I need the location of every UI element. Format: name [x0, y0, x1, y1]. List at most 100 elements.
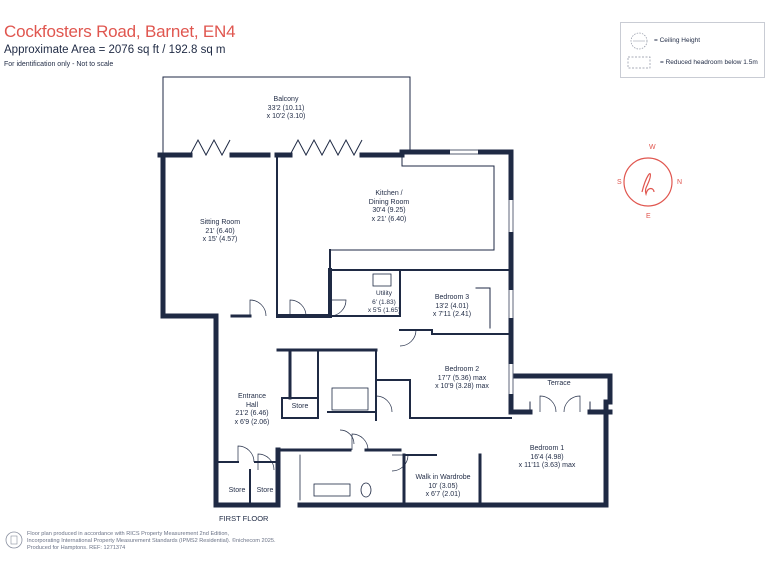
balcony-dim2: x 10'2 (3.10) [266, 113, 306, 120]
sitting-room-south-west-wall [160, 267, 219, 319]
door-sitting-b [289, 299, 307, 317]
entrance-hall-dim2: x 6'9 (2.06) [234, 418, 270, 426]
utility-name: Utility [376, 290, 392, 297]
utility-west-wall [276, 268, 332, 318]
entrance-hall-name2: Hall [245, 401, 259, 409]
utility-appliance [372, 273, 392, 287]
door-terrace-b [563, 395, 581, 413]
compass-s: S [617, 179, 622, 186]
ceiling-height-icon [630, 32, 648, 50]
compass-w: W [649, 144, 656, 151]
bedroom1-dim2: x 11'11 (3.63) max [518, 462, 576, 469]
bedroom3-wardrobe [475, 287, 491, 329]
door-bath [375, 395, 393, 413]
kitchen-dim2: x 21' (6.40) [371, 215, 407, 223]
bifold-left [189, 138, 231, 157]
bedroom2-name: Bedroom 2 [444, 366, 480, 373]
bedroom3-name: Bedroom 3 [434, 294, 470, 301]
toilet [360, 482, 372, 498]
bedroom1-dim1: 16'4 (4.98) [530, 453, 564, 461]
door-ensuite [351, 433, 369, 451]
kitchen-name1: Kitchen / [375, 190, 403, 197]
footer-credits: Floor plan produced in accordance with R… [27, 531, 276, 553]
compass-n: N [677, 179, 682, 186]
wc-west-wall [276, 348, 292, 400]
door-sitting [249, 299, 267, 317]
room-bedroom3: Bedroom 3 13'2 (4.01) x 7'11 (2.41) [433, 294, 471, 320]
room-kitchen: Kitchen / Dining Room 30'4 (9.25) x 21' … [369, 190, 409, 224]
bedroom2-dim1: 17'7 (5.36) max [437, 374, 487, 382]
sitting-room-name: Sitting Room [199, 219, 241, 226]
vanity [313, 483, 351, 497]
bedroom2-south-wall [409, 379, 512, 419]
room-bedroom1: Bedroom 1 16'4 (4.98) x 11'11 (3.63) max [519, 445, 576, 471]
bedroom1-name: Bedroom 1 [529, 445, 565, 452]
bedroom2-dim2: x 10'9 (3.28) max [435, 383, 489, 390]
walk-in-wardrobe-name: Walk in Wardrobe [415, 474, 471, 481]
kitchen-dim1: 30'4 (9.25) [372, 207, 406, 214]
bifold-right [289, 138, 363, 157]
door-hall [339, 429, 355, 445]
room-store-hall: Store [292, 403, 309, 412]
bath [331, 387, 369, 411]
terrace-name: Terrace [547, 380, 571, 387]
footer-line1: Floor plan produced in accordance with R… [27, 531, 230, 537]
hall-store-walls [281, 397, 319, 419]
floor-label: FIRST FLOOR [219, 514, 269, 523]
room-balcony: Balcony 33'2 (10.11) x 10'2 (3.10) [267, 96, 306, 122]
kitchen-south-wall [329, 249, 512, 271]
walk-in-wardrobe-dim1: 10' (3.05) [428, 482, 458, 490]
bedroom3-dim2: x 7'11 (2.41) [432, 311, 472, 318]
reduced-headroom-icon [627, 56, 651, 69]
kitchen-name2: Dining Room [368, 198, 410, 206]
bedroom3-dim1: 13'2 (4.01) [435, 302, 469, 310]
room-bedroom2: Bedroom 2 17'7 (5.36) max x 10'9 (3.28) … [435, 366, 489, 392]
store-left-name: Store [228, 487, 246, 494]
door-terrace-a [539, 395, 557, 413]
door-store-right [257, 453, 275, 471]
store-hall-name: Store [291, 403, 309, 410]
footer-line2: Incorporating International Property Mea… [27, 538, 276, 545]
room-store-right: Store [257, 487, 274, 496]
store-right-name: Store [256, 487, 274, 494]
room-store-left: Store [229, 487, 246, 496]
identification-note: For identification only - Not to scale [4, 61, 114, 68]
room-terrace: Terrace [547, 380, 570, 389]
entrance-hall-name1: Entrance [237, 393, 267, 400]
reduced-headroom-label: = Reduced headroom below 1.5m [660, 59, 758, 66]
legend-symbols [627, 32, 651, 69]
room-sitting-room: Sitting Room 21' (6.40) x 15' (4.57) [200, 219, 240, 245]
windows [450, 149, 514, 394]
property-address: Cockfosters Road, Barnet, EN4 [4, 22, 236, 41]
header: Cockfosters Road, Barnet, EN4 Approximat… [4, 22, 236, 68]
door-store-left [237, 445, 255, 463]
compass-e: E [646, 213, 651, 220]
utility-dim2: x 5'5 (1.65) [367, 307, 401, 314]
stores-south-wall [213, 475, 281, 508]
bedroom1-outer-wall [297, 399, 613, 508]
balcony-name: Balcony [273, 96, 299, 103]
room-entrance-hall: Entrance Hall 21'2 (6.46) x 6'9 (2.06) [235, 393, 270, 427]
sitting-room-dim1: 21' (6.40) [205, 227, 235, 235]
kitchen-counter [329, 154, 495, 251]
room-walk-in-wardrobe: Walk in Wardrobe 10' (3.05) x 6'7 (2.01) [415, 474, 470, 500]
footer-line3: Produced for Hamptons. REF: 1271374 [27, 545, 126, 552]
sitting-room-dim2: x 15' (4.57) [202, 236, 238, 243]
terrace-jambs [529, 401, 591, 413]
balcony-outline [162, 76, 411, 157]
compass-icon [623, 157, 673, 207]
door-utility [329, 299, 347, 317]
room-utility: Utility 6' (1.83) x 5'5 (1.65) [368, 290, 400, 316]
entrance-hall-dim1: 21'2 (6.46) [235, 410, 269, 417]
walk-in-wardrobe-dim2: x 6'7 (2.01) [425, 491, 461, 498]
balcony-dim1: 33'2 (10.11) [267, 104, 305, 112]
bifold-doors [189, 138, 363, 157]
door-swings [237, 299, 581, 472]
door-wardrobe [391, 454, 409, 472]
approximate-area: Approximate Area = 2076 sq ft / 192.8 sq… [4, 44, 226, 56]
footer-logo-icon [5, 531, 23, 549]
ceiling-height-label: = Ceiling Height [654, 37, 701, 44]
legend-box: = Ceiling Height = Reduced headroom belo… [620, 22, 765, 78]
door-bedroom3 [399, 329, 417, 347]
